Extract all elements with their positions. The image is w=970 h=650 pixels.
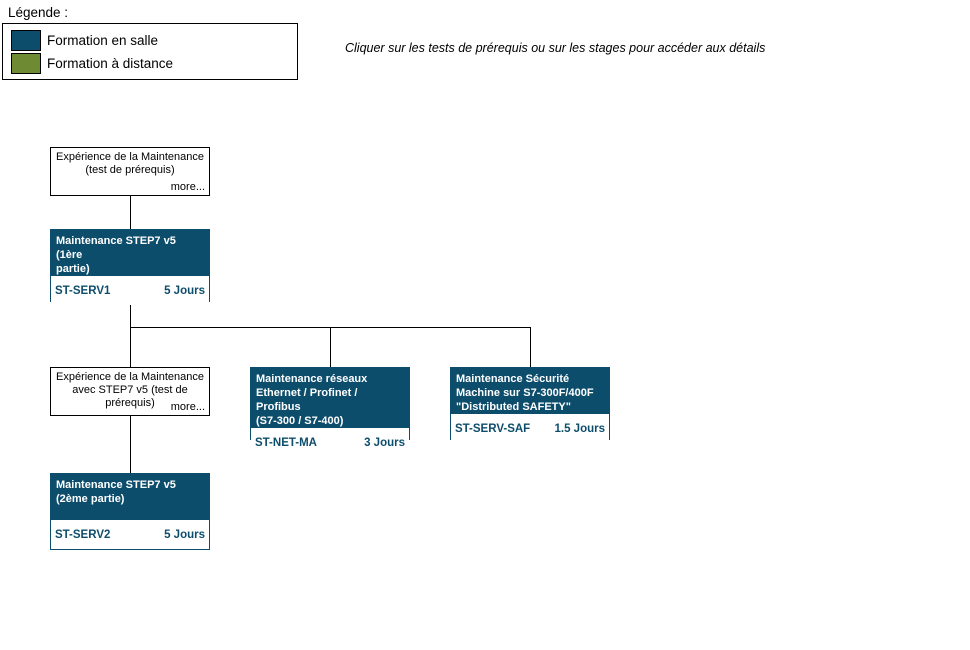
prereq-line: avec STEP7 v5 (test de — [72, 384, 188, 396]
connector-line — [130, 327, 531, 328]
connector-line — [130, 328, 131, 367]
course-st-serv-saf-box[interactable]: Maintenance Sécurité Machine sur S7-300F… — [450, 367, 610, 443]
course-title-line: Machine sur S7-300F/400F — [456, 387, 594, 399]
prereq-text: Expérience de la Maintenance avec STEP7 … — [51, 368, 209, 410]
course-footer: ST-NET-MA 3 Jours — [251, 428, 409, 457]
connector-line — [530, 328, 531, 367]
prereq-line: (test de prérequis) — [85, 164, 175, 176]
prereq-test-maintenance-box[interactable]: Expérience de la Maintenance (test de pr… — [50, 147, 210, 196]
course-title-line: Maintenance STEP7 v5 — [56, 479, 176, 491]
connector-line — [130, 196, 131, 229]
course-duration: 3 Jours — [364, 436, 405, 449]
course-title-line: Ethernet / Profinet / Profibus — [256, 387, 358, 413]
course-code: ST-NET-MA — [255, 436, 317, 449]
course-duration: 5 Jours — [164, 528, 205, 541]
course-code: ST-SERV2 — [55, 528, 111, 541]
course-duration: 1.5 Jours — [554, 422, 606, 435]
classroom-color-swatch — [11, 29, 41, 51]
course-title-line: Maintenance Sécurité — [456, 373, 570, 385]
prereq-line: prérequis) — [105, 397, 155, 409]
course-code: ST-SERV1 — [55, 284, 111, 297]
legend-item-distance: Formation à distance — [11, 52, 297, 74]
connector-line — [330, 328, 331, 367]
course-title-line: (S7-300 / S7-400) — [256, 415, 344, 427]
legend-title: Légende : — [8, 5, 69, 20]
distance-color-swatch — [11, 52, 41, 74]
prereq-line: Expérience de la Maintenance — [56, 151, 204, 163]
course-title-line: (2ème partie) — [56, 493, 125, 505]
more-link[interactable]: more... — [170, 181, 205, 193]
legend-item-label: Formation à distance — [47, 55, 174, 71]
course-footer: ST-SERV2 5 Jours — [51, 520, 209, 549]
course-title: Maintenance STEP7 v5 (2ème partie) — [51, 474, 209, 520]
course-duration: 5 Jours — [164, 284, 205, 297]
course-title-line: Maintenance réseaux — [256, 373, 368, 385]
legend-item-label: Formation en salle — [47, 32, 159, 48]
connector-line — [130, 302, 131, 327]
course-st-serv2-box[interactable]: Maintenance STEP7 v5 (2ème partie) ST-SE… — [50, 473, 210, 550]
course-title-line: Maintenance STEP7 v5 (1ère — [56, 235, 176, 261]
prereq-line: Expérience de la Maintenance — [56, 371, 204, 383]
course-footer: ST-SERV-SAF 1.5 Jours — [451, 414, 609, 443]
prereq-text: Expérience de la Maintenance (test de pr… — [51, 148, 209, 177]
course-title-line: partie) — [56, 263, 90, 275]
connector-line — [130, 416, 131, 473]
course-footer: ST-SERV1 5 Jours — [51, 276, 209, 305]
prereq-test-step7-box[interactable]: Expérience de la Maintenance avec STEP7 … — [50, 367, 210, 416]
course-title: Maintenance STEP7 v5 (1ère partie) — [51, 230, 209, 276]
course-title: Maintenance réseaux Ethernet / Profinet … — [251, 368, 409, 428]
course-title: Maintenance Sécurité Machine sur S7-300F… — [451, 368, 609, 414]
more-link[interactable]: more... — [170, 401, 205, 413]
course-title-line: "Distributed SAFETY" — [456, 401, 571, 413]
course-code: ST-SERV-SAF — [455, 422, 531, 435]
course-st-serv1-box[interactable]: Maintenance STEP7 v5 (1ère partie) ST-SE… — [50, 229, 210, 305]
instruction-text: Cliquer sur les tests de prérequis ou su… — [345, 41, 766, 55]
course-st-net-ma-box[interactable]: Maintenance réseaux Ethernet / Profinet … — [250, 367, 410, 457]
legend: Formation en salle Formation à distance — [2, 23, 298, 80]
legend-item-classroom: Formation en salle — [11, 29, 297, 51]
